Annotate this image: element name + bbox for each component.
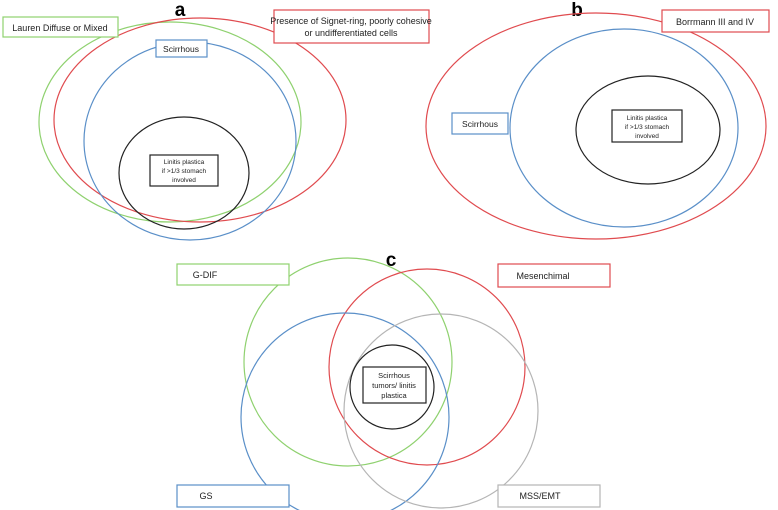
gs-circle — [240, 312, 450, 510]
gdif-circle — [243, 257, 453, 467]
lauren-diffuse-circle — [38, 21, 302, 223]
scirrhous-label-box-a — [155, 39, 208, 58]
gdif-label-box — [176, 263, 290, 286]
signet-label-line1: Presence of Signet-ring, poorly cohesive — [270, 16, 432, 26]
gdif-label: G-DIF — [193, 270, 218, 280]
scirrhous-center-line2: tumors/ linitis — [372, 381, 416, 390]
scirrhous-label-b: Scirrhous — [462, 119, 498, 129]
lauren-label-box — [2, 16, 119, 38]
panel-a-letter: a — [175, 0, 186, 21]
linitis-label-b-line2: if >1/3 stomach — [625, 124, 670, 131]
signet-label-box — [273, 9, 430, 44]
panel-c: c G-DIF Mesenchimal GS MSS/EMT Scirrhous… — [176, 250, 611, 510]
linitis-label-b-line1: Linitis plastica — [627, 115, 668, 122]
mss-emt-circle — [343, 313, 539, 509]
panel-b-letter: b — [571, 0, 583, 21]
scirrhous-label-a: Scirrhous — [163, 44, 199, 54]
borrmann-circle — [425, 12, 767, 240]
gs-label-box — [176, 484, 290, 508]
panel-b: b Borrmann III and IV Scirrhous Linitis … — [425, 0, 770, 240]
borrmann-label-box — [661, 9, 770, 33]
scirrhous-center-line1: Scirrhous — [378, 371, 410, 380]
linitis-label-a-line1: Linitis plastica — [164, 159, 205, 166]
gs-label: GS — [199, 491, 212, 501]
mesenchimal-circle — [328, 268, 526, 466]
linitis-circle-b — [575, 75, 721, 185]
linitis-label-box-b — [611, 109, 683, 143]
scirrhous-center-box — [362, 366, 427, 404]
linitis-label-a-line2: if >1/3 stomach — [162, 168, 207, 175]
scirrhous-circle-a — [83, 41, 297, 241]
linitis-circle-a — [118, 116, 250, 230]
linitis-label-a-line3: involved — [172, 177, 196, 184]
mesenchimal-label-box — [497, 263, 611, 288]
scirrhous-circle-b — [509, 28, 739, 228]
linitis-label-b-line3: involved — [635, 133, 659, 140]
borrmann-label: Borrmann III and IV — [676, 17, 754, 27]
mss-emt-label-box — [497, 484, 601, 508]
lauren-label: Lauren Diffuse or Mixed — [12, 23, 107, 33]
panel-c-letter: c — [386, 250, 397, 271]
linitis-label-box-a — [149, 154, 219, 187]
scirrhous-label-box-b — [451, 112, 509, 135]
panel-a: a Lauren Diffuse or Mixed Presence of Si… — [2, 0, 432, 241]
scirrhous-center-circle — [349, 344, 435, 430]
signet-label-line2: or undifferentiated cells — [305, 28, 398, 38]
mss-emt-label: MSS/EMT — [519, 491, 561, 501]
signet-ring-circle — [53, 17, 347, 223]
scirrhous-center-line3: plastica — [381, 391, 407, 400]
mesenchimal-label: Mesenchimal — [516, 271, 569, 281]
